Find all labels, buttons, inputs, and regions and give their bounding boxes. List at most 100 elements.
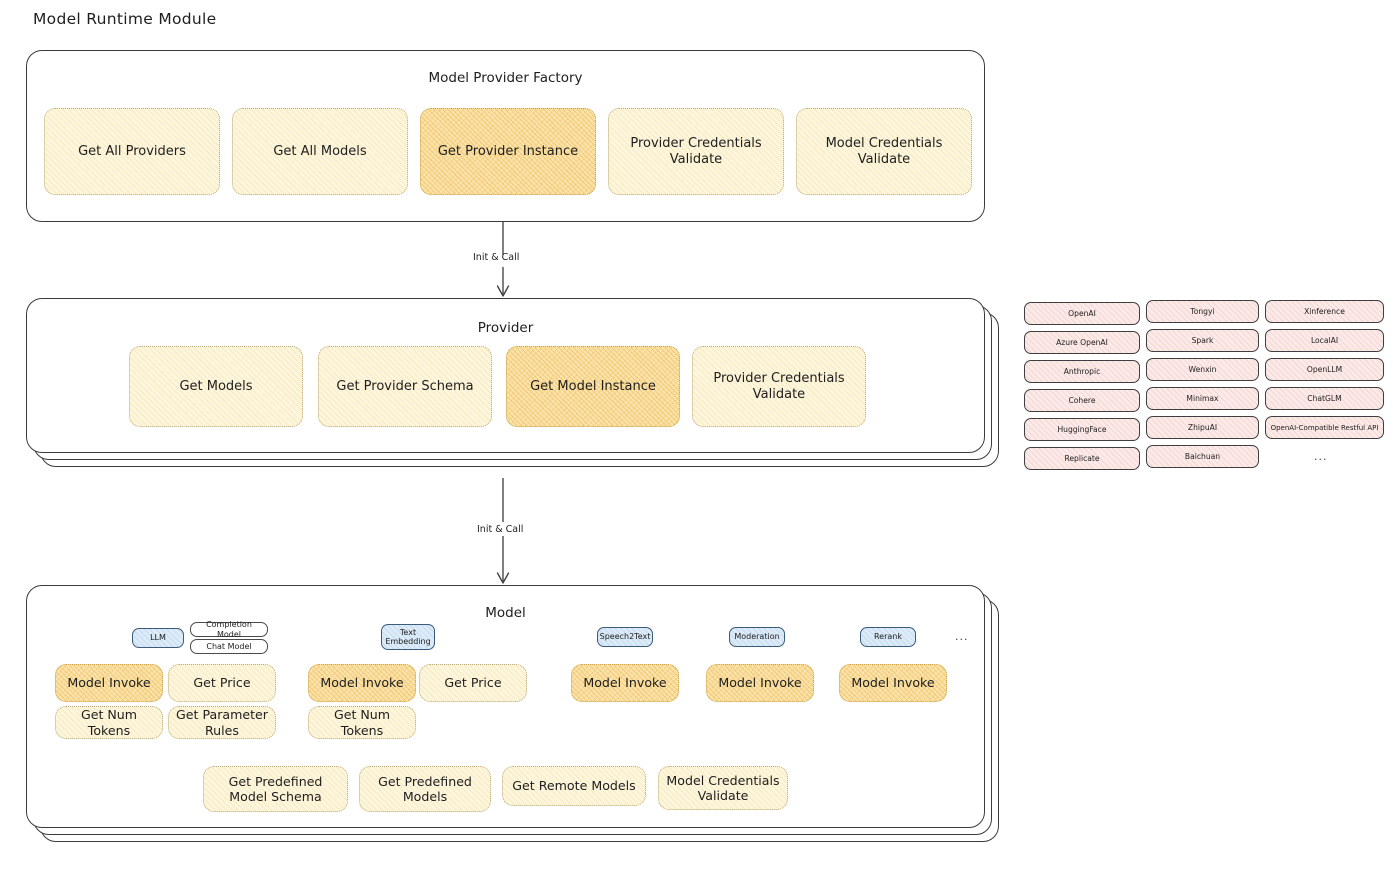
provider-tag-label: OpenAI	[1068, 309, 1096, 318]
model-type-badge-rerank[interactable]: Rerank	[860, 627, 916, 647]
factory-card-get-provider-instance[interactable]: Get Provider Instance	[420, 108, 596, 195]
factory-card-get-all-providers[interactable]: Get All Providers	[44, 108, 220, 195]
badge-label: Moderation	[734, 632, 780, 642]
card-label: Get Model Instance	[530, 378, 656, 394]
card-label: Get Models	[179, 378, 253, 394]
provider-tag-zhipuai[interactable]: ZhipuAI	[1146, 416, 1259, 439]
badge-label: LLM	[150, 633, 166, 643]
card-label: Provider Credentials Validate	[630, 135, 762, 167]
badge-label: Text Embedding	[385, 627, 431, 646]
arrow-label-init-and-call-1: Init & Call	[473, 252, 520, 263]
card-label: Model Invoke	[67, 675, 151, 691]
moderation-method-model-invoke[interactable]: Model Invoke	[706, 664, 814, 702]
model-type-badge-text-embedding[interactable]: Text Embedding	[381, 624, 435, 650]
provider-tag-label: Azure OpenAI	[1056, 338, 1108, 347]
provider-stack: Provider Get Models Get Provider Schema …	[26, 298, 1011, 478]
llm-method-model-invoke[interactable]: Model Invoke	[55, 664, 163, 702]
provider-card-get-model-instance[interactable]: Get Model Instance	[506, 346, 680, 427]
model-type-badge-speech2text[interactable]: Speech2Text	[597, 627, 653, 647]
card-label: Model Invoke	[851, 675, 935, 691]
provider-tag-openllm[interactable]: OpenLLM	[1265, 358, 1384, 381]
factory-card-get-all-models[interactable]: Get All Models	[232, 108, 408, 195]
card-label: Model Invoke	[320, 675, 404, 691]
provider-tag-label: Baichuan	[1184, 452, 1221, 461]
provider-card-get-models[interactable]: Get Models	[129, 346, 303, 427]
arrow-label-init-and-call-2: Init & Call	[477, 524, 524, 535]
page-title: Model Runtime Module	[33, 10, 217, 28]
model-stack: Model LLM Completion Model Chat Model Mo…	[26, 585, 1011, 850]
model-provider-factory-container: Model Provider Factory Get All Providers…	[26, 50, 985, 222]
rerank-method-model-invoke[interactable]: Model Invoke	[839, 664, 947, 702]
arrow-provider-to-model	[496, 478, 510, 584]
provider-tag-openai-compatible-restful-api[interactable]: OpenAI-Compatible Restful API	[1265, 416, 1384, 439]
model-caption: Model	[485, 605, 526, 621]
provider-tag-chatglm[interactable]: ChatGLM	[1265, 387, 1384, 410]
text-embedding-method-get-price[interactable]: Get Price	[419, 664, 527, 702]
provider-tag-label: Replicate	[1064, 454, 1100, 463]
model-type-badge-moderation[interactable]: Moderation	[729, 627, 785, 647]
provider-tag-huggingface[interactable]: HuggingFace	[1024, 418, 1140, 441]
card-label: Provider Credentials Validate	[713, 370, 845, 402]
card-label: Get Parameter Rules	[176, 707, 268, 738]
model-shared-method-get-predefined-models[interactable]: Get Predefined Models	[359, 766, 491, 812]
card-label: Model Invoke	[718, 675, 802, 691]
text-embedding-method-get-num-tokens[interactable]: Get Num Tokens	[308, 706, 416, 739]
providers-list-more: ...	[1314, 450, 1328, 463]
provider-tag-tongyi[interactable]: Tongyi	[1146, 300, 1259, 323]
card-label: Get Price	[193, 675, 251, 691]
provider-tag-xinference[interactable]: Xinference	[1265, 300, 1384, 323]
provider-tag-wenxin[interactable]: Wenxin	[1146, 358, 1259, 381]
provider-tag-spark[interactable]: Spark	[1146, 329, 1259, 352]
provider-tag-label: ZhipuAI	[1187, 423, 1218, 432]
card-label: Get Price	[444, 675, 502, 691]
card-label: Model Invoke	[583, 675, 667, 691]
card-label: Get Predefined Models	[378, 773, 472, 804]
provider-tag-label: Wenxin	[1188, 365, 1217, 374]
badge-label: Rerank	[873, 632, 902, 642]
card-label: Get All Providers	[78, 143, 186, 159]
card-label: Get Remote Models	[512, 778, 636, 794]
provider-container: Provider Get Models Get Provider Schema …	[26, 298, 985, 453]
model-shared-method-model-credentials-validate[interactable]: Model Credentials Validate	[658, 766, 788, 810]
provider-tag-minimax[interactable]: Minimax	[1146, 387, 1259, 410]
model-container: Model LLM Completion Model Chat Model Mo…	[26, 585, 985, 828]
provider-tag-anthropic[interactable]: Anthropic	[1024, 360, 1140, 383]
provider-tag-openai[interactable]: OpenAI	[1024, 302, 1140, 325]
speech2text-method-model-invoke[interactable]: Model Invoke	[571, 664, 679, 702]
model-sub-badge-completion-model[interactable]: Completion Model	[190, 620, 268, 639]
factory-card-provider-credentials-validate[interactable]: Provider Credentials Validate	[608, 108, 784, 195]
provider-tag-label: Minimax	[1186, 394, 1219, 403]
llm-method-get-num-tokens[interactable]: Get Num Tokens	[55, 706, 163, 739]
llm-method-get-price[interactable]: Get Price	[168, 664, 276, 702]
provider-tag-baichuan[interactable]: Baichuan	[1146, 445, 1259, 468]
llm-method-get-parameter-rules[interactable]: Get Parameter Rules	[168, 706, 276, 739]
factory-card-model-credentials-validate[interactable]: Model Credentials Validate	[796, 108, 972, 195]
model-type-badge-llm[interactable]: LLM	[132, 628, 184, 648]
provider-tag-label: LocalAI	[1310, 336, 1339, 345]
provider-tag-label: OpenAI-Compatible Restful API	[1270, 423, 1379, 432]
model-shared-method-get-predefined-model-schema[interactable]: Get Predefined Model Schema	[203, 766, 348, 812]
model-sub-badge-chat-model[interactable]: Chat Model	[190, 639, 268, 654]
card-label: Get Provider Instance	[437, 143, 579, 159]
card-label: Model Credentials Validate	[666, 772, 780, 803]
provider-tag-cohere[interactable]: Cohere	[1024, 389, 1140, 412]
provider-tag-localai[interactable]: LocalAI	[1265, 329, 1384, 352]
card-label: Get Predefined Model Schema	[228, 773, 323, 804]
provider-card-provider-credentials-validate[interactable]: Provider Credentials Validate	[692, 346, 866, 427]
provider-tag-label: HuggingFace	[1057, 425, 1107, 434]
arrow-factory-to-provider	[496, 221, 510, 297]
provider-tag-replicate[interactable]: Replicate	[1024, 447, 1140, 470]
provider-tag-label: Spark	[1191, 336, 1214, 345]
model-provider-factory-caption: Model Provider Factory	[428, 70, 583, 86]
provider-tag-label: Tongyi	[1190, 307, 1215, 316]
provider-tag-label: ChatGLM	[1307, 394, 1342, 403]
badge-label: Speech2Text	[599, 632, 651, 642]
text-embedding-method-model-invoke[interactable]: Model Invoke	[308, 664, 416, 702]
badge-label: Completion Model	[206, 620, 252, 639]
providers-list: OpenAI Azure OpenAI Anthropic Cohere Hug…	[1024, 300, 1384, 475]
provider-card-get-provider-schema[interactable]: Get Provider Schema	[318, 346, 492, 427]
model-shared-method-get-remote-models[interactable]: Get Remote Models	[502, 766, 646, 806]
provider-tag-azure-openai[interactable]: Azure OpenAI	[1024, 331, 1140, 354]
badge-label: Chat Model	[206, 641, 252, 651]
provider-caption: Provider	[477, 320, 534, 336]
